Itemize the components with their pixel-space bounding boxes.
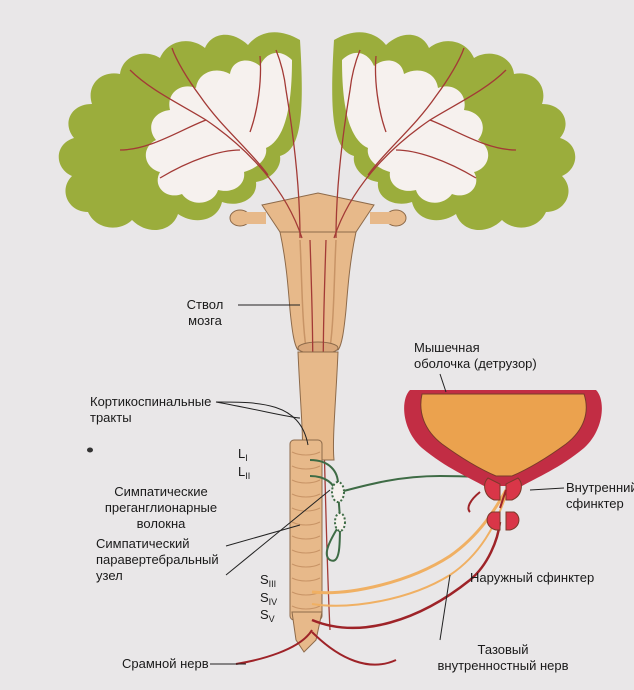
internal-sphincter-line1: Внутренний — [566, 480, 634, 495]
sympathetic-pre-line2: преганглионарные — [104, 500, 218, 515]
paravertebral-line2: паравертебральный — [96, 552, 219, 567]
segment-L1: LI — [238, 446, 248, 466]
internal-sphincter-line2: сфинктер — [566, 496, 624, 511]
specimen-dot — [87, 447, 93, 453]
corticospinal-tracts — [119, 47, 517, 631]
corticospinal-label-line1: Кортикоспинальные — [90, 394, 212, 409]
detrusor-label: Мышечная оболочка (детрузор) — [414, 340, 537, 372]
sympathetic-pre-line3: волокна — [136, 516, 186, 531]
detrusor-line1: Мышечная — [414, 340, 480, 355]
segment-L2-num: II — [245, 471, 251, 481]
paravertebral-ganglion — [331, 481, 345, 503]
bladder — [404, 390, 602, 531]
internal-sphincter-shape — [484, 477, 522, 501]
segment-L2-letter: L — [238, 464, 246, 479]
corticospinal-label: Кортикоспинальные тракты — [90, 394, 211, 426]
segment-S5: SV — [260, 607, 275, 627]
segment-S5-num: V — [268, 614, 275, 624]
paravertebral-ganglion-label: Симпатический паравертебральный узел — [96, 536, 219, 584]
left-white-matter — [145, 52, 292, 203]
pelvic-nerve-line2: внутренностный нерв — [437, 658, 569, 673]
pudendal-nerve-label: Срамной нерв — [122, 656, 209, 671]
segment-S5-letter: S — [260, 607, 269, 622]
paravertebral-ganglion-lower — [334, 512, 346, 532]
internal-sphincter-label: Внутренний сфинктер — [566, 480, 634, 512]
brainstem-label-line1: Ствол — [186, 297, 224, 312]
brainstem-label-line2: мозга — [188, 313, 222, 328]
segment-S4-letter: S — [260, 590, 269, 605]
detrusor-line2: оболочка (детрузор) — [414, 356, 537, 371]
segment-L2: LII — [238, 464, 250, 484]
segment-S3-num: III — [268, 579, 277, 589]
bladder-leader-lines — [210, 373, 565, 665]
segment-L1-letter: L — [238, 446, 246, 461]
pudendal-nerve-path — [311, 521, 502, 630]
brainstem-body — [279, 231, 357, 351]
bladder-lumen — [420, 393, 587, 477]
pelvic-nerve-line1: Тазовый — [477, 642, 529, 657]
brainstem — [229, 192, 407, 355]
paravertebral-line1: Симпатический — [96, 536, 190, 551]
segment-S3: SIII — [260, 572, 276, 592]
external-sphincter-shape — [486, 511, 520, 531]
sympathetic-preganglionic-label: Симпатические преганглионарные волокна — [96, 484, 226, 532]
sympathetic-pre-line1: Симпатические — [114, 484, 208, 499]
pelvic-nerve-label: Тазовый внутренностный нерв — [398, 642, 608, 674]
segment-L1-num: I — [245, 453, 248, 463]
segment-S3-letter: S — [260, 572, 269, 587]
segment-S4: SIV — [260, 590, 277, 610]
brainstem-label: Ствол мозга — [172, 297, 238, 329]
spinal-cord — [289, 351, 339, 653]
paravertebral-line3: узел — [96, 568, 123, 583]
brainstem-top — [261, 192, 375, 233]
external-sphincter-label: Наружный сфинктер — [470, 570, 595, 585]
segment-S4-num: IV — [268, 597, 278, 607]
corticospinal-label-line2: тракты — [90, 410, 132, 425]
